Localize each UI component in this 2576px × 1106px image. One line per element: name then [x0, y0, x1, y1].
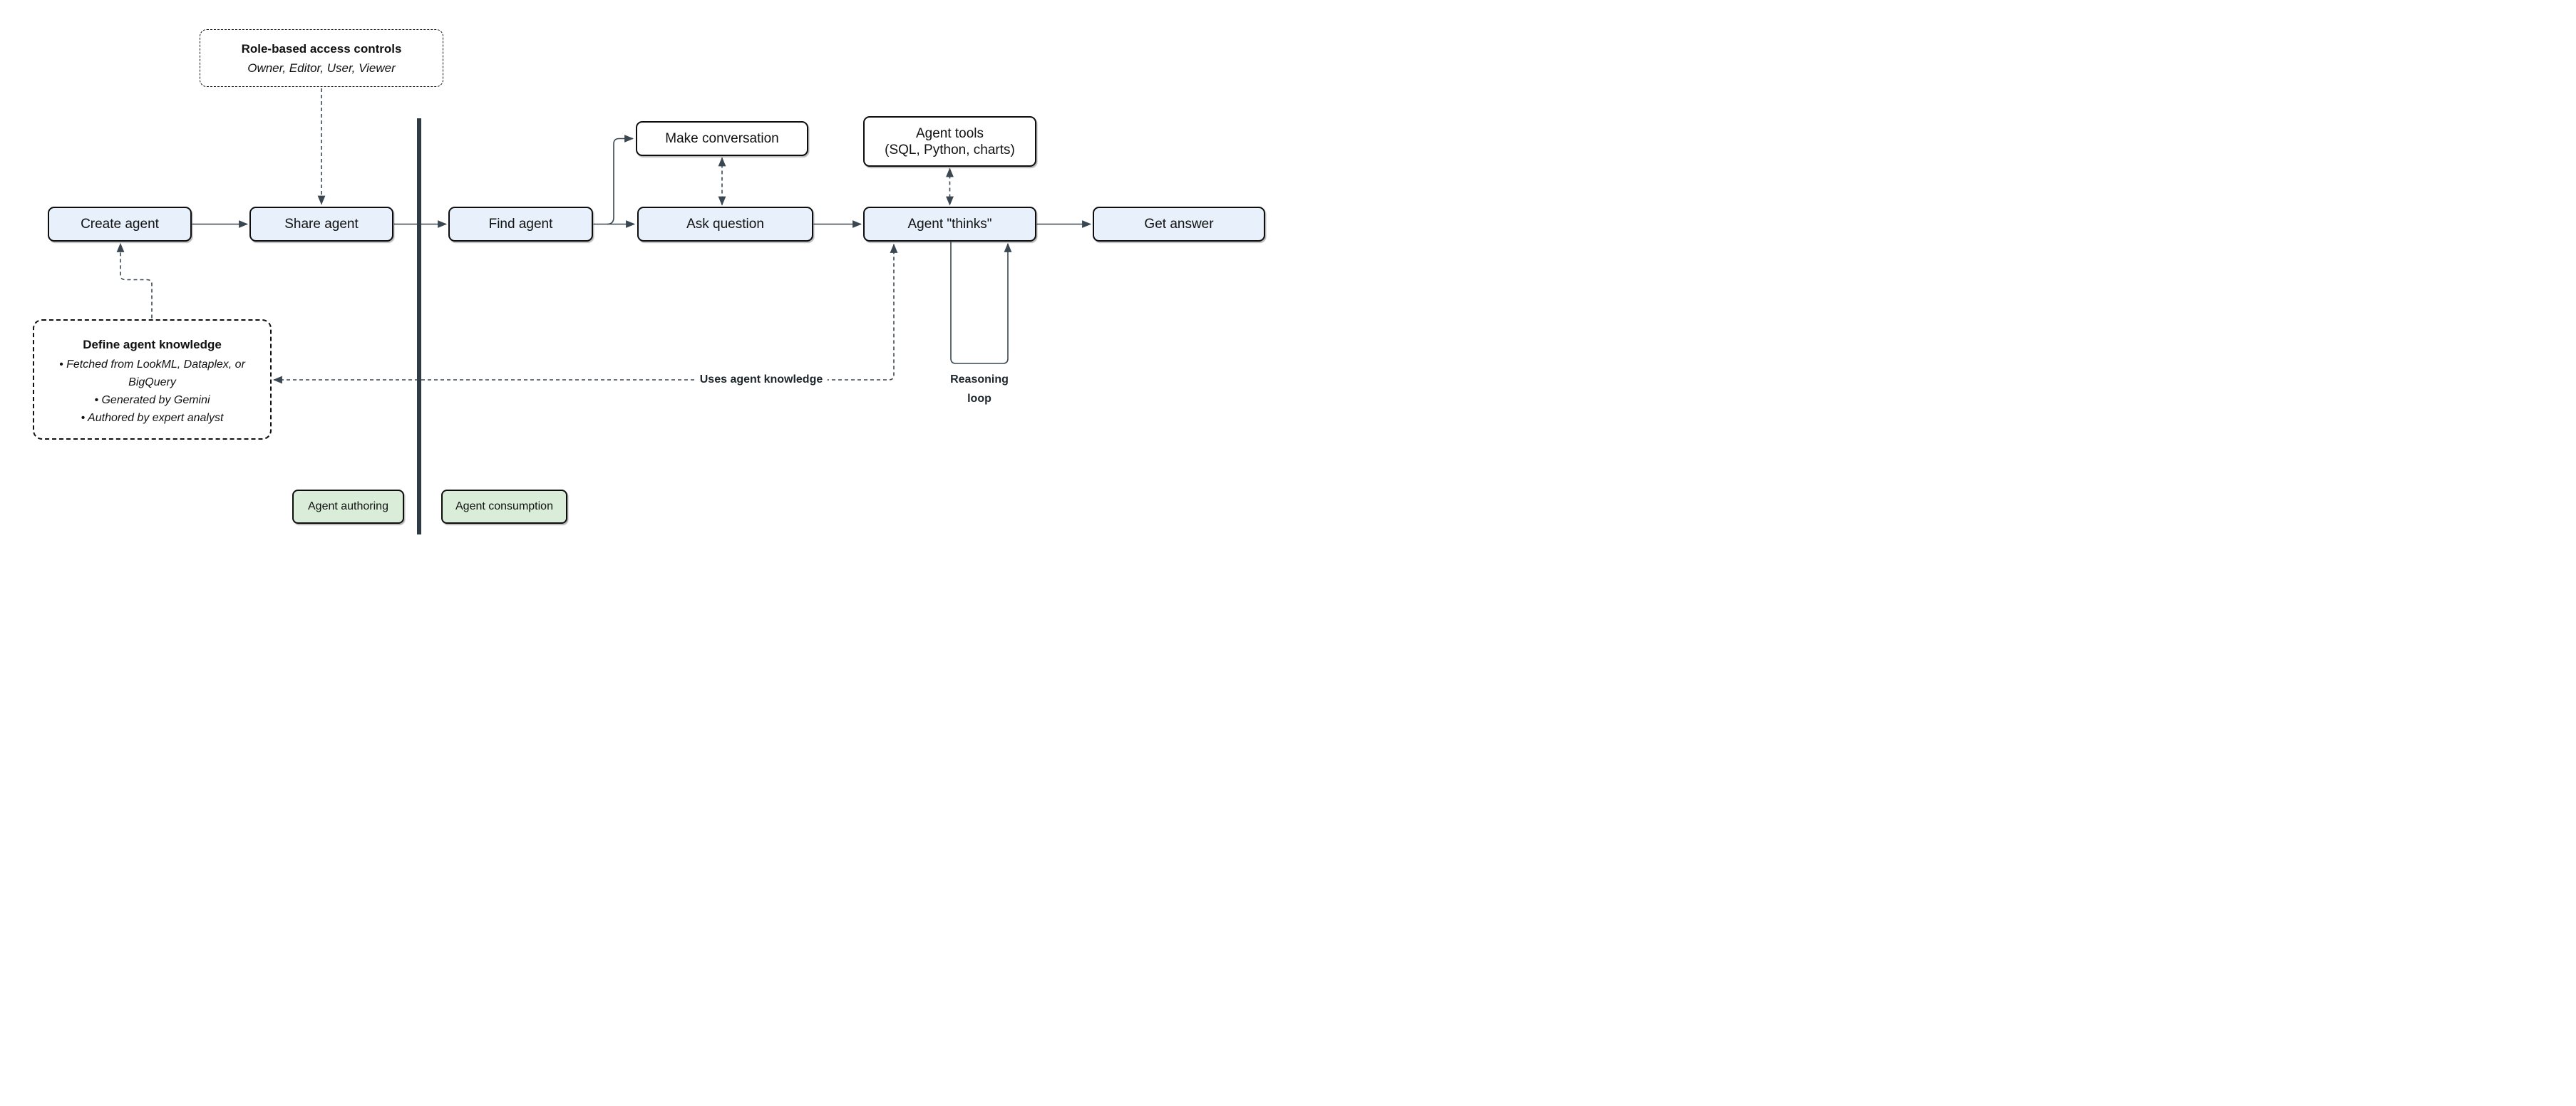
node-agent-tools: Agent tools (SQL, Python, charts): [863, 116, 1036, 167]
node-label: Find agent: [488, 217, 553, 232]
connector-find-to-make-conversation: [607, 135, 634, 225]
rbac-roles: Owner, Editor, User, Viewer: [247, 61, 396, 75]
node-agent-thinks: Agent "thinks": [863, 207, 1036, 242]
note-role-based-access-controls: Role-based access controls Owner, Editor…: [200, 29, 443, 87]
knowledge-bullet: Generated by Gemini: [56, 391, 249, 409]
connector-knowledge-to-create: [116, 242, 153, 319]
connector-uses-agent-knowledge: [272, 243, 898, 384]
knowledge-bullet: Authored by expert analyst: [56, 409, 249, 427]
node-label: Agent tools: [915, 125, 984, 141]
authoring-consumption-divider: [417, 118, 421, 534]
knowledge-bullet: Fetched from LookML, Dataplex, or BigQue…: [56, 356, 249, 391]
badge-agent-authoring: Agent authoring: [292, 490, 404, 524]
node-get-answer: Get answer: [1093, 207, 1265, 242]
agent-workflow-diagram: Role-based access controls Owner, Editor…: [0, 0, 1288, 553]
connector-layer: [116, 88, 1092, 384]
node-label: Make conversation: [665, 131, 779, 146]
node-make-conversation: Make conversation: [636, 121, 808, 156]
uses-agent-knowledge-label: Uses agent knowledge: [695, 373, 828, 386]
node-label: Share agent: [284, 217, 359, 232]
node-label: Agent "thinks": [907, 217, 992, 232]
node-create-agent: Create agent: [48, 207, 192, 242]
note-define-agent-knowledge: Define agent knowledge Fetched from Look…: [33, 319, 272, 440]
reasoning-loop-label: Reasoning loop: [950, 373, 1009, 405]
knowledge-title: Define agent knowledge: [83, 338, 222, 351]
node-find-agent: Find agent: [448, 207, 593, 242]
rbac-title: Role-based access controls: [241, 42, 402, 56]
connector-reasoning-loop: [950, 242, 1012, 364]
node-ask-question: Ask question: [637, 207, 813, 242]
node-share-agent: Share agent: [249, 207, 393, 242]
node-label: Ask question: [686, 217, 764, 232]
node-label: Create agent: [81, 217, 159, 232]
node-sublabel: (SQL, Python, charts): [885, 142, 1015, 157]
badge-agent-consumption: Agent consumption: [441, 490, 567, 524]
knowledge-bullet-list: Fetched from LookML, Dataplex, or BigQue…: [56, 356, 249, 427]
node-label: Get answer: [1144, 217, 1214, 232]
